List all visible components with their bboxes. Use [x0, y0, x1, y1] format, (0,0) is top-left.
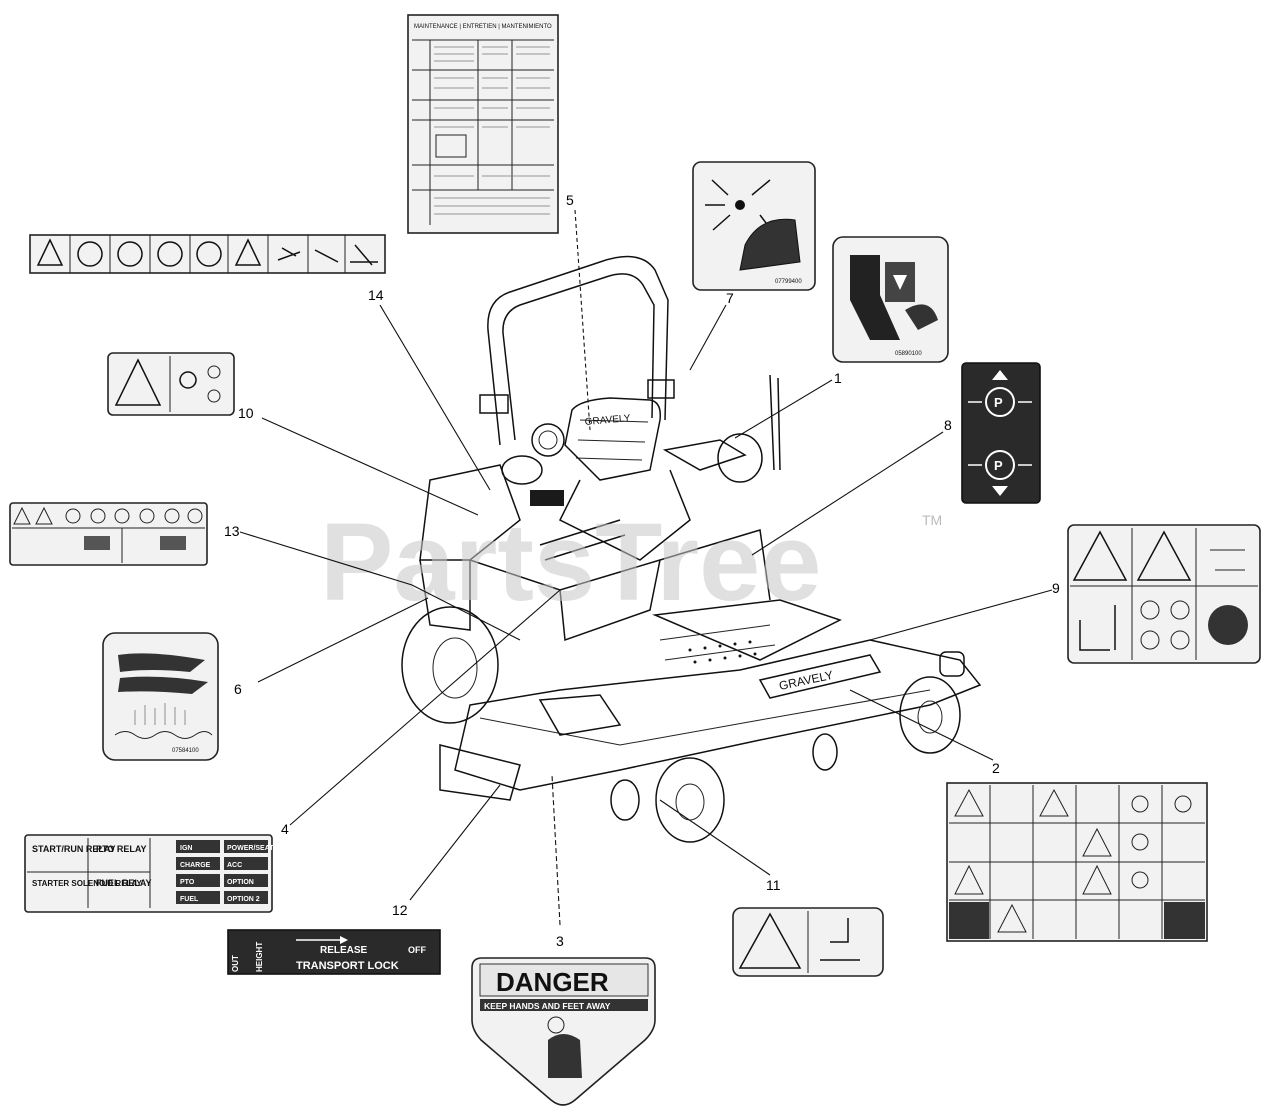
transport-release-label: RELEASE [320, 945, 368, 956]
maintenance-title: MAINTENANCE | ENTRETIEN | MANTENIMIENTO [414, 24, 552, 30]
fuse-label-4: ACC [227, 862, 242, 869]
danger-decal: DANGER KEEP HANDS AND FEET AWAY [471, 957, 656, 1106]
callout-6: 6 [234, 681, 242, 697]
callout-numbers: 1 2 3 4 5 6 7 8 9 10 11 12 13 14 [224, 192, 1060, 949]
hand-decal-code: 07584100 [172, 748, 199, 754]
mower-illustration: GRAVELY GRAVELY [401, 255, 982, 843]
speed-icon [196, 241, 222, 267]
ramp-icon [820, 918, 860, 961]
callout-4: 4 [281, 821, 289, 837]
rotating-blade-icon [77, 241, 103, 267]
svg-text:P: P [994, 458, 1003, 473]
transport-lock-label: TRANSPORT LOCK [296, 960, 399, 972]
callout-3: 3 [556, 933, 564, 949]
safety-warning-panel-decal [1067, 524, 1261, 664]
fuse-label-5: PTO [180, 879, 195, 886]
slope-warning-icon [738, 912, 802, 969]
danger-subtitle: KEEP HANDS AND FEET AWAY [484, 1001, 611, 1011]
arrow-up-icon [992, 370, 1008, 380]
callout-5: 5 [566, 192, 574, 208]
callout-12: 12 [392, 902, 408, 918]
callout-11: 11 [766, 877, 781, 893]
transport-height-label: HEIGHT [255, 942, 264, 972]
transport-off-label: OFF [408, 945, 426, 955]
danger-title: DANGER [496, 967, 609, 997]
fuse-label-7: FUEL [180, 896, 199, 903]
seat-brand-label: GRAVELY [584, 413, 631, 428]
leader-lines [239, 209, 1053, 926]
foot-blade-warning-icon [1136, 530, 1192, 581]
hazard-triangle-icon [234, 238, 262, 266]
warning-triangle-icon [36, 238, 64, 266]
icon-strip-decal [29, 234, 386, 274]
bystander-icon [350, 244, 378, 266]
callout-2: 2 [992, 760, 1000, 776]
pto-switch-icon [160, 536, 186, 550]
fuse-label-3: CHARGE [180, 862, 211, 869]
watermark-text: PartsTree [320, 501, 821, 624]
arrow-down-icon [992, 486, 1008, 496]
callout-10: 10 [238, 405, 254, 421]
transport-lock-decal: OUT HEIGHT RELEASE OFF TRANSPORT LOCK [227, 929, 441, 975]
slope-icon [314, 249, 339, 263]
control-icons-decal [9, 502, 208, 566]
fuse-label-2: POWER/SEAT [227, 845, 274, 852]
gauge-icon [117, 241, 143, 267]
distance-icon [1079, 605, 1116, 651]
crush-decal-code: 05890100 [895, 351, 922, 357]
fuse-label-6: OPTION [227, 879, 254, 886]
callout-8: 8 [944, 417, 952, 433]
relay-starter-solenoid: STARTER SOLENOID RELAY [32, 879, 142, 888]
maintenance-decal: MAINTENANCE | ENTRETIEN | MANTENIMIENTO [407, 14, 559, 234]
callout-9: 9 [1052, 580, 1060, 596]
safety-matrix-decal [946, 782, 1208, 942]
pinch-hazard-decal: 07799400 [692, 161, 816, 291]
small-warning-decal [732, 907, 884, 977]
relay-decal: START/RUN RELAY PTO RELAY STARTER SOLENO… [24, 834, 274, 913]
fuse-label-1: IGN [180, 845, 192, 852]
svg-text:P: P [994, 395, 1003, 410]
relay-start-run: START/RUN RELAY [32, 844, 116, 854]
thrown-object-warning-icon [1072, 530, 1128, 581]
release-arrow-icon [340, 936, 348, 944]
watermark-tm: TM [922, 512, 942, 528]
relay-pto: PTO RELAY [96, 844, 147, 854]
tip-over-icon [277, 247, 301, 261]
parking-brake-decal: P P [961, 362, 1041, 504]
runover-warning-icon [114, 358, 162, 406]
transport-out-label: OUT [231, 955, 240, 972]
callout-7: 7 [726, 290, 734, 306]
fuse-label-8: OPTION 2 [227, 896, 260, 903]
operator-warning-decal [107, 352, 235, 416]
read-manual-icon [1208, 605, 1248, 645]
footplate-dots [688, 640, 757, 664]
ignition-icon [157, 241, 183, 267]
key-switch-icon [84, 536, 110, 550]
relay-fuel: FUEL RELAY [96, 878, 152, 888]
callout-14: 14 [368, 287, 384, 303]
crush-hazard-decal: 05890100 [832, 236, 949, 363]
hand-in-blade-icon [548, 1034, 582, 1078]
pinch-decal-code: 07799400 [775, 279, 802, 285]
callout-13: 13 [224, 523, 240, 539]
operator-icon [179, 371, 197, 389]
hand-blade-decal: 07584100 [102, 632, 219, 761]
callout-1: 1 [834, 370, 842, 386]
